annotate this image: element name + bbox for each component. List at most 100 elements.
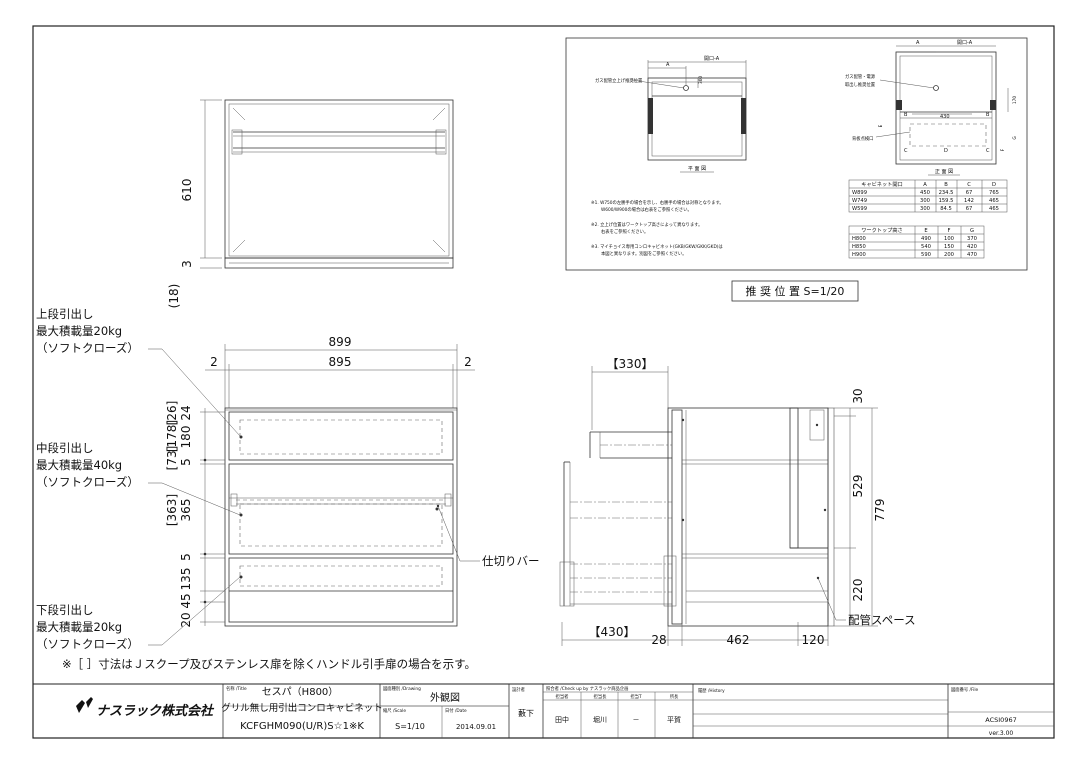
lower-drawer-load: 最大積載量20kg bbox=[36, 620, 122, 634]
dim-120: 120 bbox=[802, 633, 825, 647]
drawing-label: 図面種別 /Drawing bbox=[383, 685, 421, 692]
front-label-f: F bbox=[1000, 148, 1006, 151]
product-model: KCFGHM090(U/R)S☆1※K bbox=[240, 721, 364, 732]
table1-header: キャビネット開口 bbox=[861, 180, 903, 188]
dim-180: 180 bbox=[179, 426, 193, 449]
table1-header: A bbox=[923, 182, 927, 188]
front-label-b: B bbox=[904, 112, 908, 118]
drawing-type: 外観図 bbox=[430, 691, 460, 704]
middle-drawer-load: 最大積載量40kg bbox=[36, 458, 122, 472]
front-label-b2: B bbox=[986, 112, 990, 118]
front-view-label: 正 面 図 bbox=[935, 169, 953, 175]
recommend-panel: A 開口-A 300 ガス配管立上げ推奨位置 平 面 図 ※1. W750の左勝… bbox=[565, 37, 1028, 302]
lower-drawer-softclose: （ソフトクローズ） bbox=[36, 637, 139, 651]
middle-drawer-label: 中段引出し bbox=[36, 441, 94, 455]
table2-cell: H850 bbox=[852, 244, 866, 250]
table1-cell: 159.5 bbox=[939, 198, 954, 204]
check-name: － bbox=[633, 716, 640, 724]
table1-cell: W899 bbox=[852, 190, 867, 196]
worktop-table: ワークトップ高さ E F G H800 490 100 370 H850 540… bbox=[848, 225, 985, 259]
file-label: 図面番号 /File bbox=[951, 686, 979, 693]
dim-26: [26] bbox=[165, 401, 179, 426]
table2-cell: H800 bbox=[852, 236, 866, 242]
front-label-opening-a: 開口-A bbox=[957, 40, 973, 46]
product-title: セスパ（H800） bbox=[262, 686, 339, 698]
dim-365: 365 bbox=[179, 499, 193, 522]
front-label-c: C bbox=[904, 148, 908, 154]
front-dim-430: 430 bbox=[940, 114, 950, 120]
table2-cell: 370 bbox=[967, 236, 977, 242]
front-gas-label-1: ガス配管・電源 bbox=[845, 73, 876, 80]
title-block: ナスラック株式会社 名称 /Title セスパ（H800） グリル無し用引出コン… bbox=[33, 683, 1054, 738]
table1-cell: 67 bbox=[966, 206, 973, 212]
note-3b: 本図と異なります。別図をご参照ください。 bbox=[601, 250, 687, 257]
dim-529: 529 bbox=[851, 475, 865, 498]
table1-cell: 67 bbox=[966, 190, 973, 196]
date-label: 日付 /Date bbox=[445, 707, 467, 714]
note-3: ※3. マイチョイス専用コンロキャビネット(GKB/GKW/GKK/GKD)は bbox=[591, 243, 723, 250]
date-value: 2014.09.01 bbox=[456, 723, 496, 731]
opening-table: キャビネット開口 A B C D W899 450 234.5 67 765 W… bbox=[848, 179, 1008, 213]
plan-label-opening-a: 開口-A bbox=[704, 56, 720, 62]
note-1b: W600/W900の場合は右表をご参照ください。 bbox=[601, 206, 692, 213]
table2-cell: 420 bbox=[967, 244, 977, 250]
product-subtitle: グリル無し用引出コンロキャビネット bbox=[221, 702, 383, 714]
table1-cell: 450 bbox=[920, 190, 930, 196]
note-2: ※2. 立上げ位置はワークトップ高さによって異なります。 bbox=[591, 221, 702, 228]
divider-bar-label: 仕切りバー bbox=[482, 554, 540, 568]
table2-cell: 200 bbox=[944, 252, 954, 258]
rear-vent-label: 背板点検口 bbox=[852, 135, 873, 142]
table2-cell: 540 bbox=[921, 244, 931, 250]
dim-899: 899 bbox=[329, 335, 352, 349]
dim-28: 28 bbox=[651, 633, 666, 647]
check-name: 堀川 bbox=[593, 715, 607, 724]
front-dim-170: 170 bbox=[1012, 96, 1018, 104]
dim-220: 220 bbox=[851, 579, 865, 602]
scale-label: 縮尺 /Scale bbox=[383, 707, 406, 714]
front-label-g: G bbox=[1012, 136, 1018, 139]
dim-30: 30 bbox=[851, 388, 865, 403]
check-sub: 担当者 bbox=[556, 693, 570, 700]
lower-drawer-label: 下段引出し bbox=[36, 603, 94, 617]
footnote: ※［ ］寸法はＪスクープ及びステンレス扉を除くハンドル引手扉の場合を示す。 bbox=[62, 657, 476, 671]
middle-drawer-softclose: （ソフトクローズ） bbox=[36, 475, 139, 489]
check-name: 田中 bbox=[555, 715, 569, 724]
dim-462: 462 bbox=[727, 633, 750, 647]
plan-label-a: A bbox=[666, 62, 670, 68]
table2-cell: H900 bbox=[852, 252, 866, 258]
table2-cell: 590 bbox=[921, 252, 931, 258]
pipe-space-label: 配管スペース bbox=[848, 613, 916, 627]
front-label-e: E bbox=[878, 124, 884, 127]
table2-cell: 470 bbox=[967, 252, 977, 258]
table1-header: D bbox=[992, 182, 996, 188]
dim-5b: 5 bbox=[179, 553, 193, 561]
dim-430: 【430】 bbox=[589, 625, 636, 639]
dim-135: 135 bbox=[179, 568, 193, 591]
side-view: 【330】 bbox=[559, 357, 887, 647]
dim-73: [73] bbox=[165, 446, 179, 471]
note-1: ※1. W750の左勝手の場合を示し、右勝手の場合は対称となります。 bbox=[591, 199, 724, 206]
dim-363: [363] bbox=[165, 494, 179, 526]
upper-drawer-load: 最大積載量20kg bbox=[36, 324, 122, 338]
dim-610: 610 bbox=[180, 179, 194, 202]
top-view: 610 3 (18) bbox=[167, 99, 454, 309]
check-sub: 所長 bbox=[670, 693, 679, 700]
table1-cell: 300 bbox=[920, 198, 930, 204]
table2-header: ワークトップ高さ bbox=[861, 226, 903, 234]
table1-cell: 300 bbox=[920, 206, 930, 212]
check-sub: 担当T bbox=[630, 693, 642, 700]
note-2b: 右表をご参照ください。 bbox=[601, 228, 648, 235]
dim-24: 24 bbox=[179, 405, 193, 420]
dim-20: 20 bbox=[179, 612, 193, 627]
table1-header: C bbox=[967, 182, 971, 188]
table2-header: G bbox=[970, 228, 974, 234]
design-name: 藪下 bbox=[518, 708, 534, 718]
table1-cell: W599 bbox=[852, 206, 867, 212]
dim-45: 45 bbox=[179, 593, 193, 608]
dim-2-left: 2 bbox=[210, 355, 218, 369]
sheet-frame bbox=[32, 25, 1055, 739]
table2-cell: 490 bbox=[921, 236, 931, 242]
dim-5a: 5 bbox=[179, 458, 193, 466]
front-label-c2: C bbox=[986, 148, 990, 154]
dim-18: (18) bbox=[167, 284, 181, 309]
